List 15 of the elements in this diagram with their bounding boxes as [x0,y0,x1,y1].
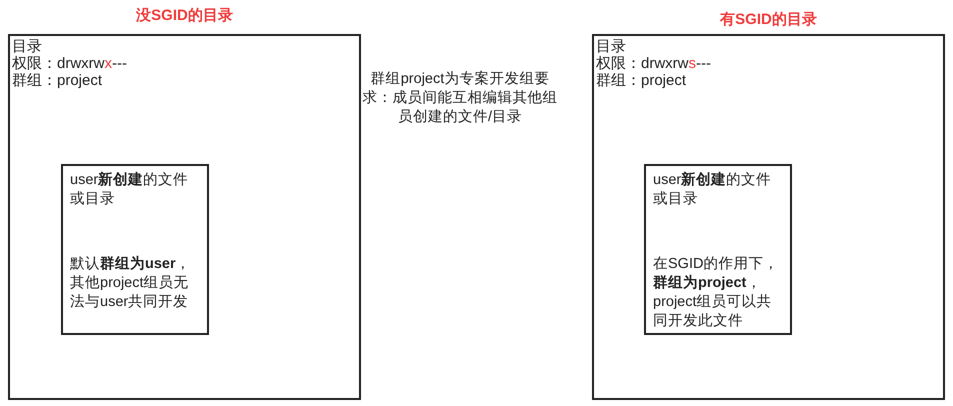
file-text: 默认群组为user，其他project组员无法与user共同开发 [70,255,192,312]
directory-title: 有SGID的目录 [718,10,818,29]
directory-info: 权限：drwxrws--- [596,55,712,72]
requirement-note: 群组project为专案开发组要求：成员间能互相编辑其他组员创建的文件/目录 [362,70,558,127]
file-text: 在SGID的作用下，群组为project，project组员可以共同开发此文件 [653,255,780,331]
directory-info: 群组：project [596,72,688,89]
directory-info: 群组：project [12,72,104,89]
file-box [61,164,209,335]
directory-title: 没SGID的目录 [135,6,234,25]
directory-info: 权限：drwxrwx--- [12,55,128,72]
file-text: user新创建的文件或目录 [70,171,190,209]
file-text: user新创建的文件或目录 [653,171,772,209]
directory-info: 目录 [596,38,627,55]
file-box [644,164,792,335]
directory-info: 目录 [12,38,43,55]
